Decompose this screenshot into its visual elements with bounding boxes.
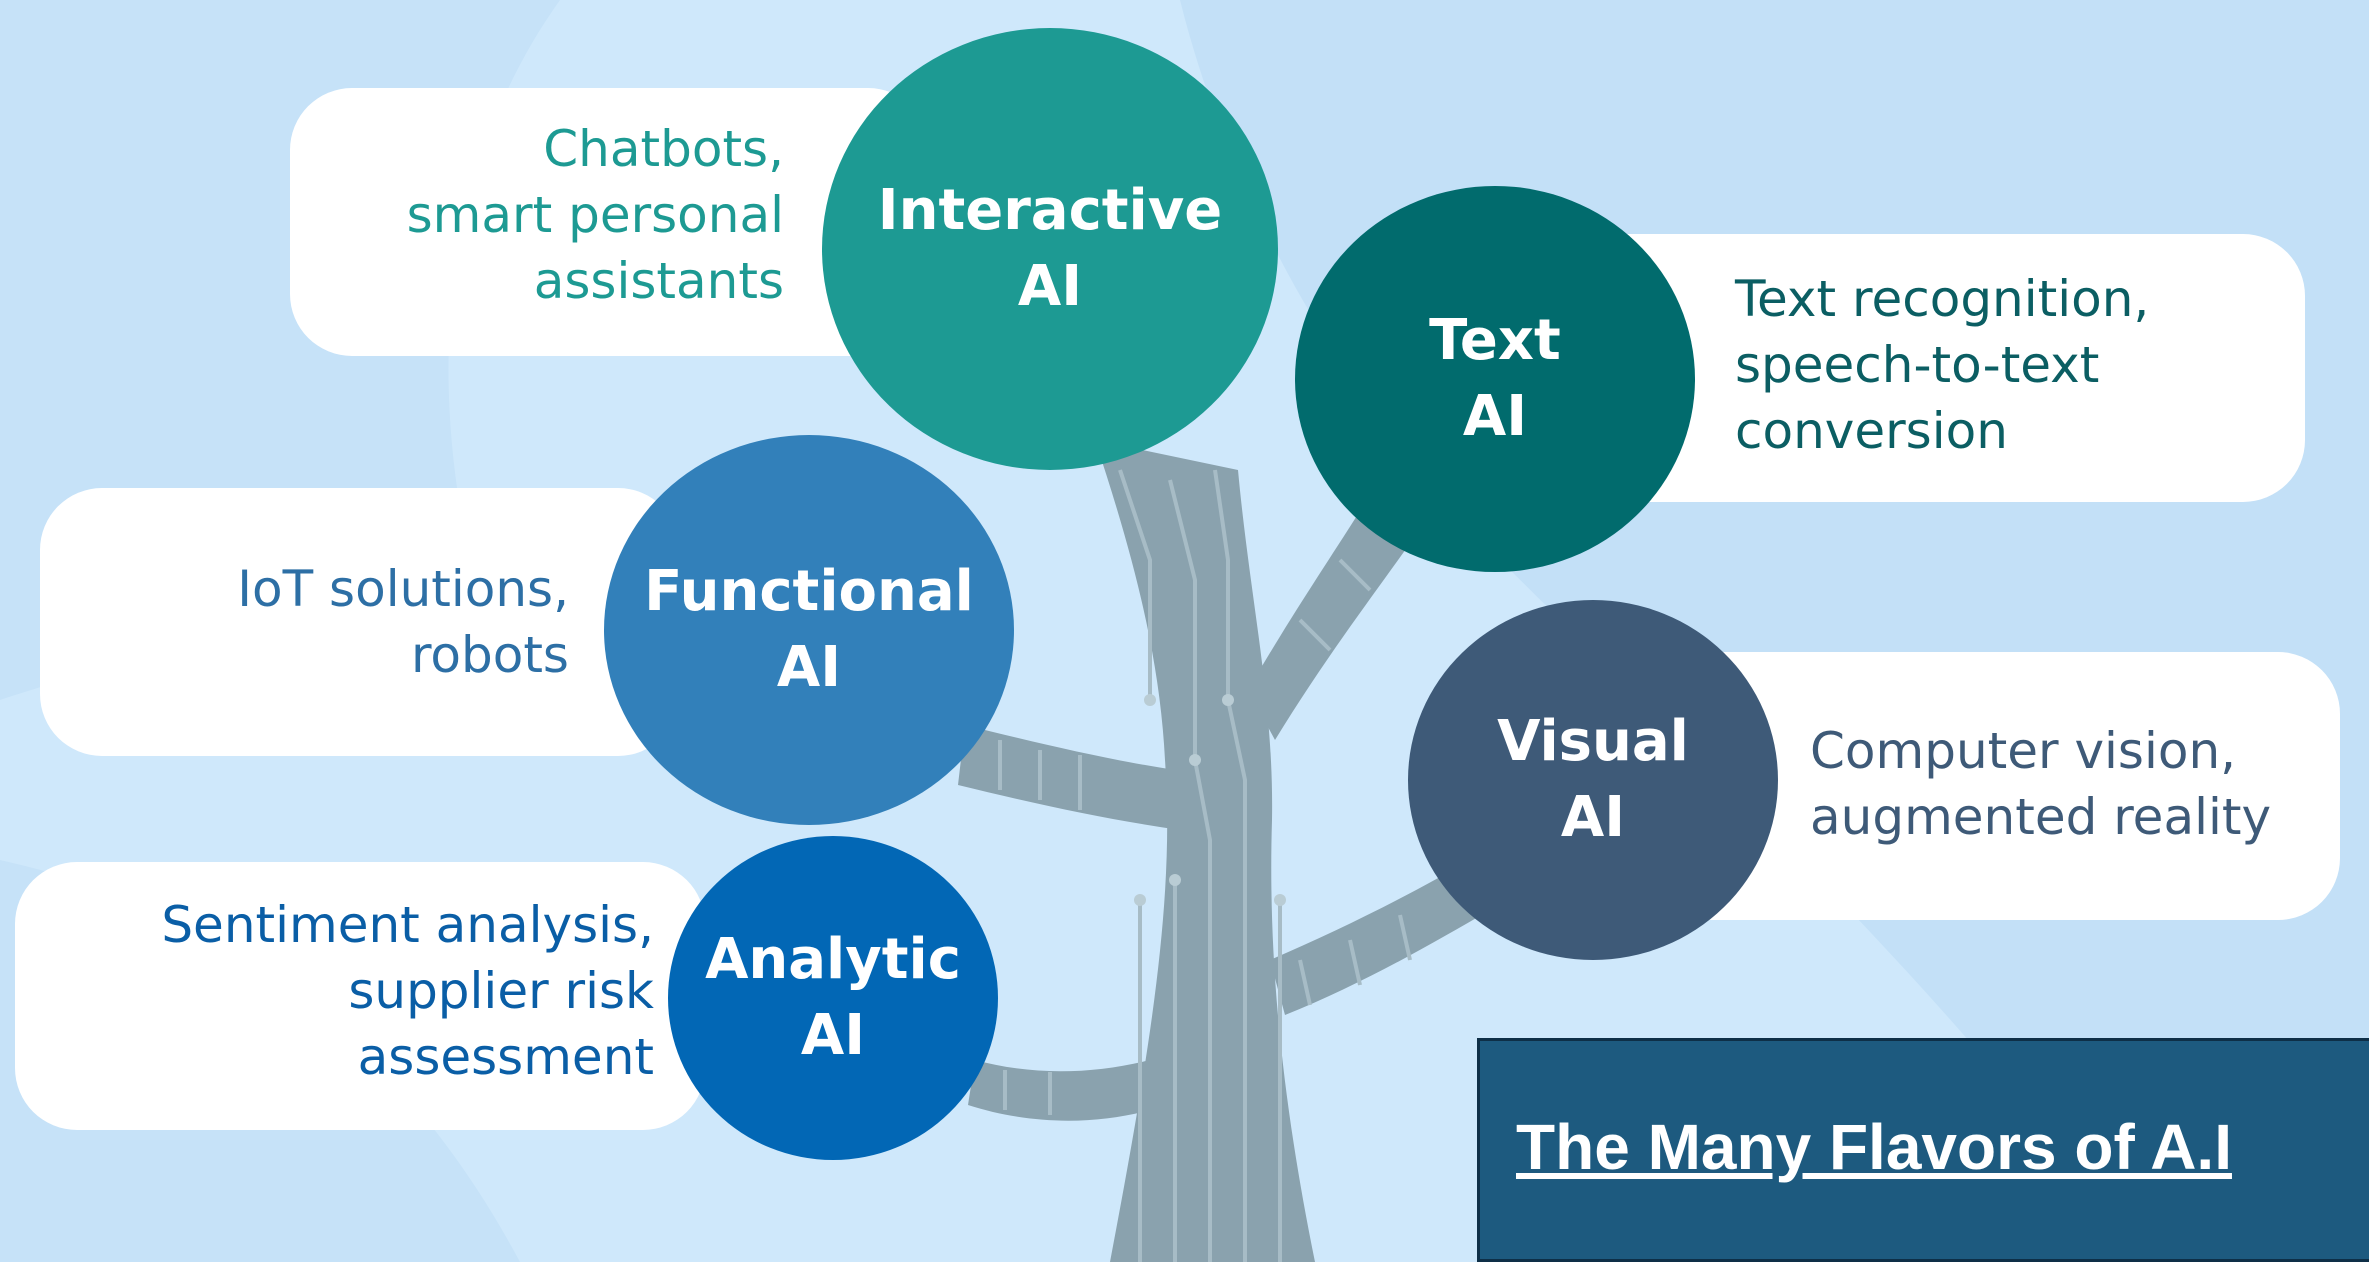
- functional-description: IoT solutions, robots: [237, 560, 569, 684]
- text-description: Text recognition, speech-to-text convers…: [1735, 270, 2150, 460]
- analytic-ai-label: Analytic AI: [705, 927, 961, 1068]
- interactive-ai-node: Interactive AI: [822, 28, 1278, 470]
- diagram-title[interactable]: The Many Flavors of A.I: [1516, 1111, 2232, 1183]
- functional-ai-label: Functional AI: [644, 559, 974, 700]
- analytic-description: Sentiment analysis, supplier risk assess…: [161, 896, 654, 1086]
- visual-ai-node: Visual AI: [1408, 600, 1778, 960]
- analytic-ai-node: Analytic AI: [668, 836, 998, 1160]
- functional-ai-node: Functional AI: [604, 435, 1014, 825]
- text-ai-node: Text AI: [1295, 186, 1695, 572]
- visual-ai-label: Visual AI: [1497, 709, 1689, 850]
- visual-description: Computer vision, augmented reality: [1810, 722, 2272, 846]
- interactive-ai-label: Interactive AI: [877, 178, 1223, 319]
- title-banner: The Many Flavors of A.I: [1477, 1038, 2369, 1262]
- interactive-description: Chatbots, smart personal assistants: [406, 120, 784, 310]
- functional-description-card: [40, 488, 680, 756]
- analytic-description-card: [15, 862, 705, 1130]
- text-ai-label: Text AI: [1429, 308, 1561, 449]
